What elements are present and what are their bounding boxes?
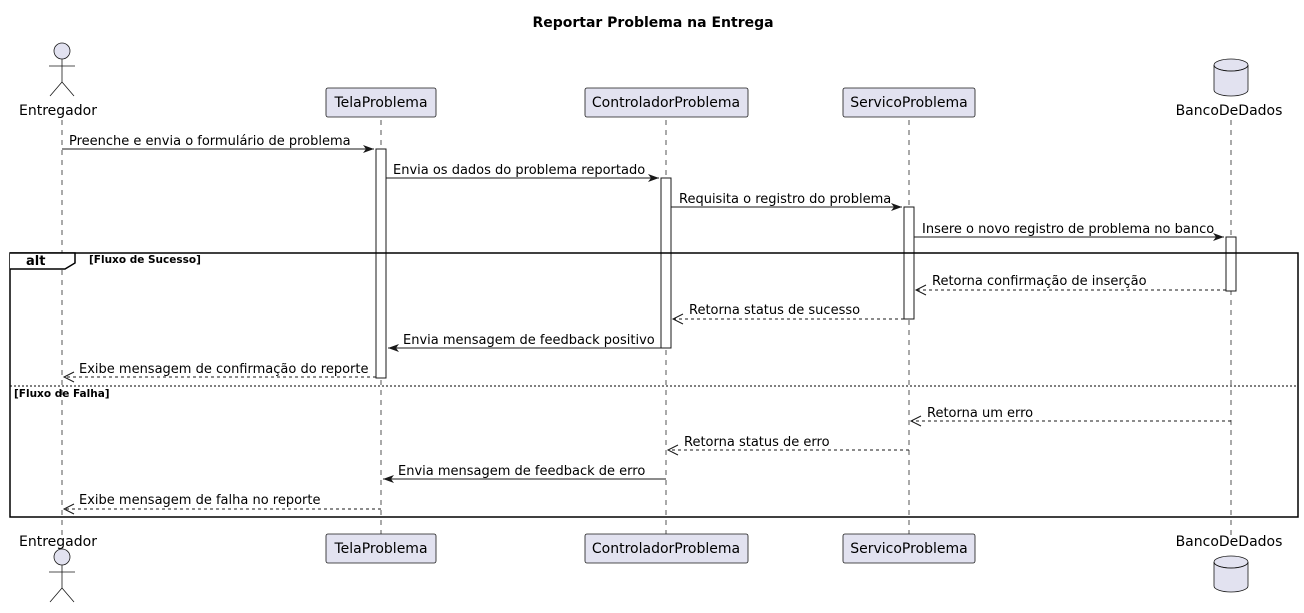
participant-entregador-bottom: Entregador	[19, 534, 97, 603]
fragment-guard-success: [Fluxo de Sucesso]	[89, 254, 201, 266]
fragment-operator: alt	[26, 254, 45, 269]
activation-bar-telaproblema	[375, 148, 387, 379]
participant-servicoproblema-bottom: ServicoProblema	[842, 533, 976, 564]
participant-label: TelaProblema	[333, 541, 427, 557]
message-label: Retorna status de sucesso	[689, 303, 860, 318]
message-label: Envia os dados do problema reportado	[393, 163, 645, 178]
participant-label: ControladorProblema	[592, 95, 740, 111]
actor-icon	[49, 42, 75, 97]
message: Envia os dados do problema reportado	[386, 163, 659, 182]
message-label: Insere o novo registro de problema no ba…	[922, 222, 1214, 237]
participant-bancodedados-bottom: BancoDeDados	[1176, 534, 1283, 593]
participant-label: ServicoProblema	[850, 95, 968, 111]
alt-fragment: alt [Fluxo de Sucesso] [Fluxo de Falha]	[9, 252, 1299, 518]
message-label: Exibe mensagem de confirmação do reporte	[79, 362, 369, 377]
participant-controladorproblema-bottom: ControladorProblema	[584, 533, 749, 564]
database-icon	[1213, 555, 1249, 593]
activation-bar-servicoproblema	[903, 206, 915, 320]
arrowhead	[666, 444, 679, 456]
activation-bar-controladorproblema	[660, 177, 672, 349]
participant-servicoproblema-top: ServicoProblema	[842, 87, 976, 118]
message: Insere o novo registro de problema no ba…	[914, 222, 1224, 241]
participant-bancodedados-top: BancoDeDados	[1176, 58, 1283, 119]
message: Requisita o registro do problema	[671, 192, 902, 211]
participant-label: ControladorProblema	[592, 541, 740, 557]
participant-telaproblema-bottom: TelaProblema	[325, 533, 437, 564]
arrowhead	[62, 503, 75, 515]
message: Envia mensagem de feedback positivo	[388, 333, 661, 352]
participant-label: BancoDeDados	[1176, 103, 1283, 119]
participant-label: Entregador	[19, 103, 97, 119]
database-icon	[1213, 58, 1249, 97]
arrowhead	[388, 344, 399, 352]
participant-label: Entregador	[19, 534, 97, 550]
message: Exibe mensagem de confirmação do reporte	[62, 362, 376, 383]
message-label: Exibe mensagem de falha no reporte	[79, 493, 321, 508]
arrowhead	[648, 174, 659, 182]
participant-label: ServicoProblema	[850, 541, 968, 557]
actor-icon	[49, 548, 75, 603]
arrowhead	[62, 371, 75, 383]
message-label: Envia mensagem de feedback de erro	[398, 464, 645, 479]
message-label: Retorna um erro	[927, 406, 1033, 421]
participant-controladorproblema-top: ControladorProblema	[584, 87, 749, 118]
arrowhead	[909, 415, 922, 427]
message-label: Requisita o registro do problema	[679, 192, 891, 207]
participant-entregador-top: Entregador	[19, 42, 97, 119]
message: Retorna status de erro	[666, 435, 909, 456]
message-label: Retorna status de erro	[684, 435, 830, 450]
message: Retorna confirmação de inserção	[914, 274, 1226, 296]
message: Preenche e envia o formulário de problem…	[62, 134, 374, 153]
message: Exibe mensagem de falha no reporte	[62, 493, 381, 515]
message: Retorna um erro	[909, 406, 1231, 427]
arrowhead	[1213, 233, 1224, 241]
arrowhead	[914, 284, 927, 296]
arrowhead	[363, 145, 374, 153]
message: Retorna status de sucesso	[671, 303, 904, 325]
participant-label: TelaProblema	[333, 95, 427, 111]
participant-telaproblema-top: TelaProblema	[325, 87, 437, 118]
message: Envia mensagem de feedback de erro	[383, 464, 666, 483]
message-label: Retorna confirmação de inserção	[932, 274, 1147, 289]
arrowhead	[891, 203, 902, 211]
fragment-guard-failure: [Fluxo de Falha]	[14, 388, 110, 400]
arrowhead	[671, 313, 684, 325]
arrowhead	[383, 475, 394, 483]
participant-label: BancoDeDados	[1176, 534, 1283, 550]
activation-bar-bancodedados	[1225, 236, 1237, 292]
diagram-title: Reportar Problema na Entrega	[532, 15, 773, 31]
message-label: Envia mensagem de feedback positivo	[403, 333, 655, 348]
message-label: Preenche e envia o formulário de problem…	[69, 134, 351, 149]
